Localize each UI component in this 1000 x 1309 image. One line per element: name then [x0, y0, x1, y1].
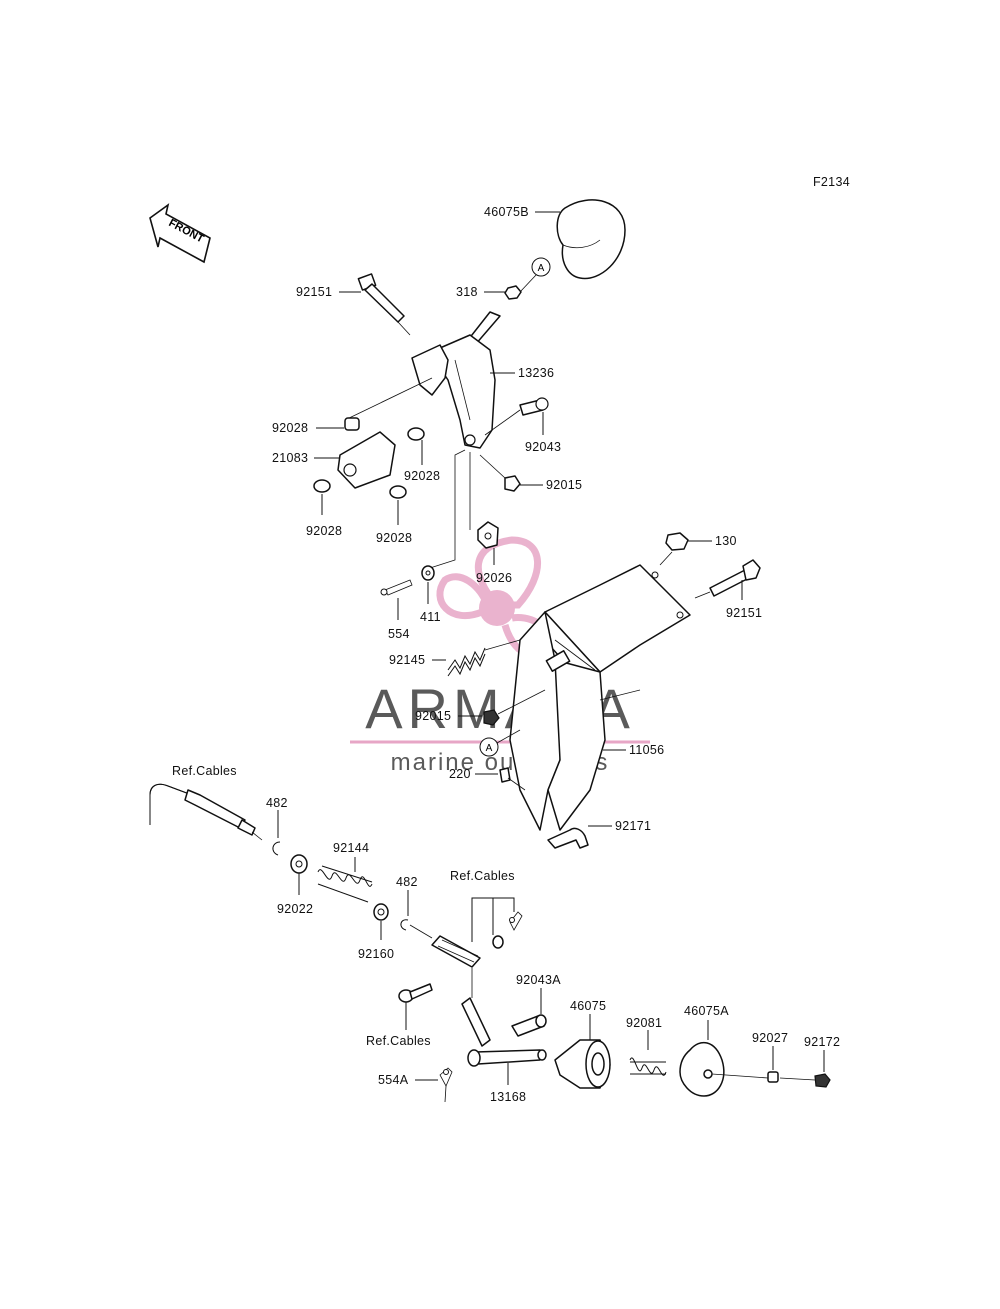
label-482-a: 482	[266, 796, 288, 810]
label-92145: 92145	[389, 653, 425, 667]
label-220: 220	[449, 767, 471, 781]
ref-marker-a-top-letter: A	[538, 263, 545, 274]
label-92151-right: 92151	[726, 606, 762, 620]
label-11056: 11056	[629, 743, 664, 757]
washer-92022-part	[290, 854, 308, 874]
label-92043A: 92043A	[516, 973, 561, 987]
label-92081: 92081	[626, 1016, 662, 1030]
cotter-pin-554-part	[380, 579, 413, 596]
label-92160: 92160	[358, 947, 394, 961]
cable-part	[149, 783, 263, 841]
label-92151-top: 92151	[296, 285, 332, 299]
nut-92015-mid-part	[483, 689, 546, 726]
label-130: 130	[715, 534, 737, 548]
clip-482-b-part	[400, 919, 433, 939]
label-92028-a: 92028	[272, 421, 308, 435]
label-92015-top: 92015	[546, 478, 582, 492]
collar-92027-part	[711, 1071, 779, 1083]
shift-knob-part	[556, 199, 626, 280]
label-92028-b: 92028	[404, 469, 440, 483]
nut-92015-top-part	[479, 454, 521, 492]
pin-ref-cables-part	[398, 983, 433, 1003]
label-92026: 92026	[476, 571, 512, 585]
lever-13168-part	[461, 968, 547, 1067]
label-482-b: 482	[396, 875, 418, 889]
label-46075B: 46075B	[484, 205, 529, 219]
label-554: 554	[388, 627, 410, 641]
label-21083: 21083	[272, 451, 308, 465]
label-46075: 46075	[570, 999, 606, 1013]
label-554A: 554A	[378, 1073, 409, 1087]
washer-92160-part	[373, 903, 389, 921]
washer-92028-c-part	[313, 479, 331, 493]
pin-92043A-part	[511, 1014, 547, 1037]
label-92022: 92022	[277, 902, 313, 916]
bolt-130-part	[659, 532, 689, 566]
label-411: 411	[420, 610, 441, 624]
label-92028-c: 92028	[306, 524, 342, 538]
figure-code: F2134	[813, 175, 850, 189]
clip-92026-part	[477, 521, 499, 549]
ref-marker-a-top: A	[519, 257, 551, 293]
label-13236: 13236	[518, 366, 554, 380]
clamp-92171-part	[547, 827, 589, 849]
label-ref-cables-3: Ref.Cables	[366, 1034, 431, 1048]
label-ref-cables-2: Ref.Cables	[450, 869, 515, 883]
label-318: 318	[456, 285, 478, 299]
clip-482-a-part	[272, 841, 281, 856]
ref-marker-a-mid: A	[479, 729, 521, 757]
screw-92172-part	[779, 1073, 831, 1088]
nut-318-part	[504, 285, 522, 300]
bushing-92028-a-part	[344, 417, 360, 431]
ref-marker-a-mid-letter: A	[486, 743, 493, 754]
leader-ref-cables-2	[471, 897, 515, 942]
label-ref-cables-1: Ref.Cables	[172, 764, 237, 778]
bushing-92028-b-part	[407, 427, 425, 441]
label-92171: 92171	[615, 819, 651, 833]
label-13168: 13168	[490, 1090, 526, 1104]
label-92028-d: 92028	[376, 531, 412, 545]
label-46075A: 46075A	[684, 1004, 729, 1018]
roller-46075-part	[554, 1039, 611, 1089]
spring-92145-part	[447, 639, 521, 677]
label-92144: 92144	[333, 841, 369, 855]
cotter-pin-554A-part	[439, 1067, 453, 1103]
label-92172: 92172	[804, 1035, 840, 1049]
bolt-92151-top-part	[357, 273, 411, 336]
shift-lever-13236-part	[411, 311, 501, 449]
screw-220-part	[499, 767, 526, 791]
label-92027: 92027	[752, 1031, 788, 1045]
front-arrow-icon: FRONT	[149, 203, 211, 264]
roller-46075A-part	[679, 1041, 725, 1097]
label-92015-mid: 92015	[415, 709, 451, 723]
bolt-92151-right-part	[694, 559, 761, 599]
spring-92144-part	[317, 865, 373, 903]
spring-92081-part	[629, 1057, 667, 1076]
washer-411-part	[421, 565, 435, 581]
link-plate-part	[431, 911, 523, 968]
bracket-11056-part	[509, 564, 691, 831]
bracket-21083-part	[337, 431, 396, 489]
pin-92043-part	[484, 397, 549, 436]
label-92043: 92043	[525, 440, 561, 454]
bushing-92028-d-part	[389, 485, 407, 499]
